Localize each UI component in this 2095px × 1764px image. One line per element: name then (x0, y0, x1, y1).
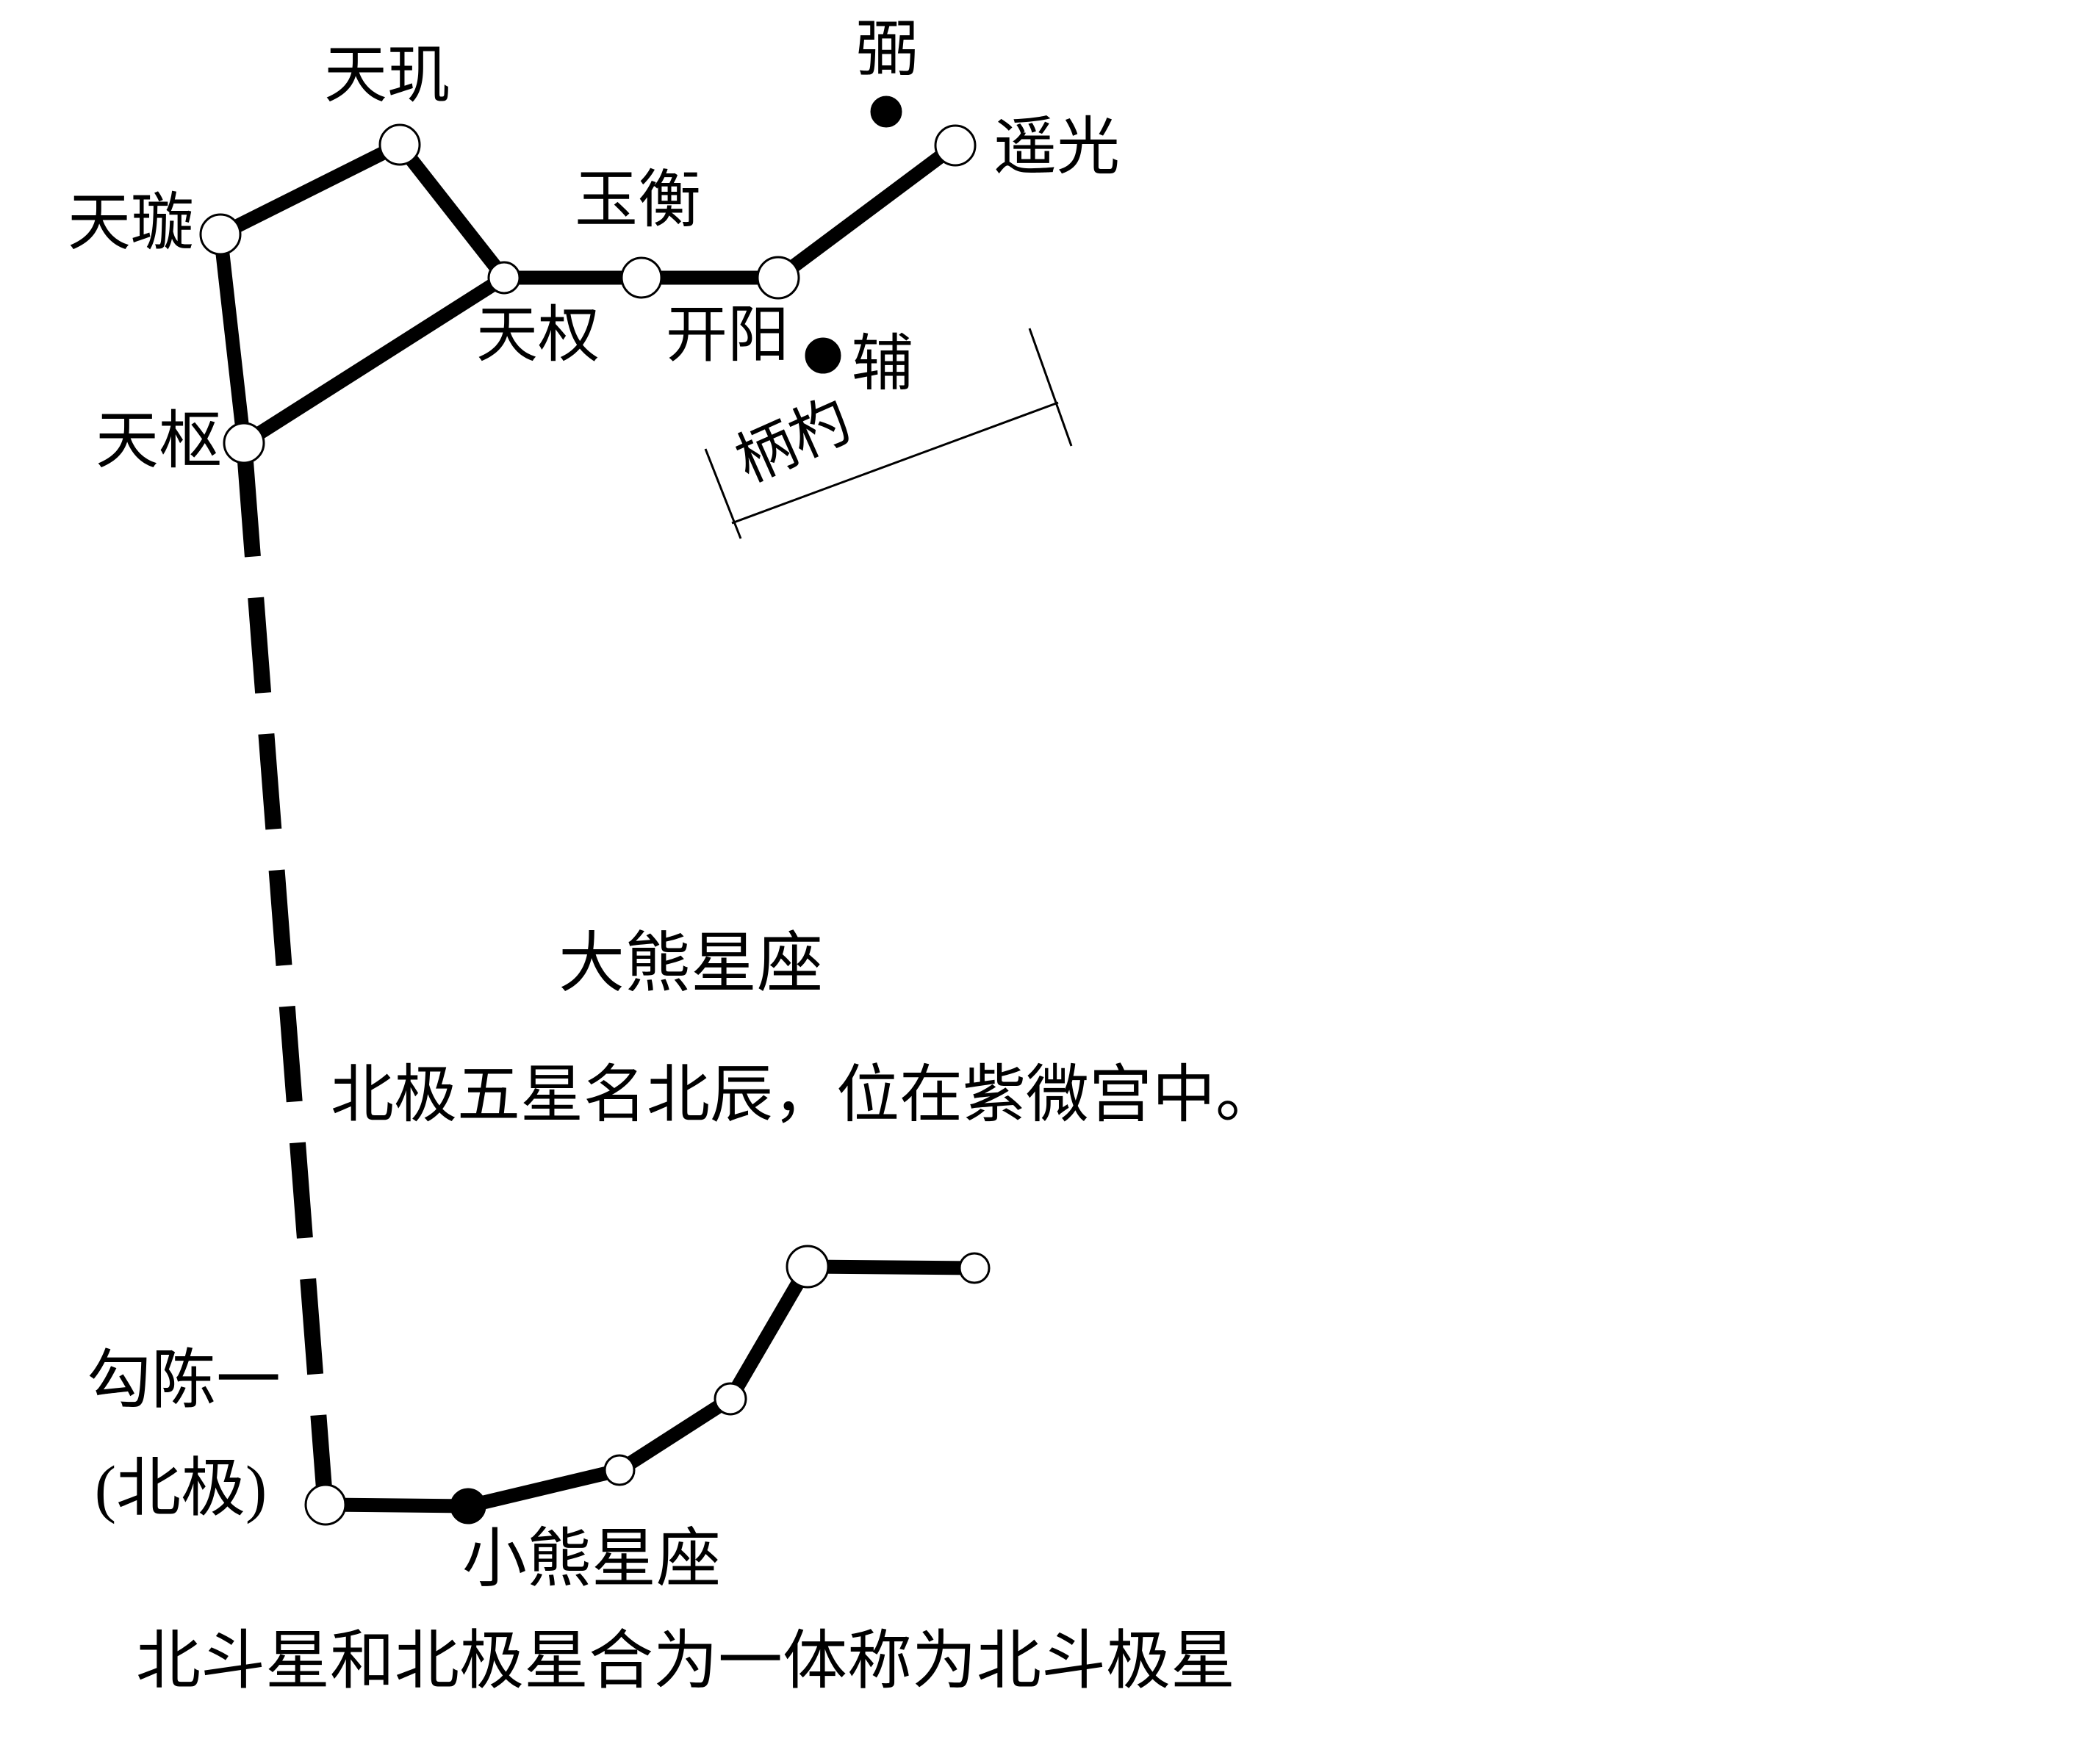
label-tianquan: 天权 (476, 302, 600, 370)
label-yaoguang: 遥光 (993, 112, 1120, 182)
handle-bracket-label: 柄杓 (727, 388, 860, 494)
captions: 勾陈一 (北极) 大熊星座 北极五星名北辰，位在紫微宫中。 小熊星座 北斗星和北… (87, 928, 1279, 1698)
edge-tianquan-tianshu (240, 271, 509, 450)
edge-ursa-minor-5-ursa-minor-6 (807, 1259, 975, 1275)
edge-tianxuan-tianji (217, 138, 403, 241)
star-fu (805, 337, 841, 374)
edge-ursa-minor-3-ursa-minor-4 (615, 1393, 735, 1476)
constellation-lines (213, 138, 975, 1513)
star-tianji (378, 123, 421, 166)
star-yaoguang (934, 124, 977, 167)
polaris-label-line2: (北极) (95, 1454, 267, 1525)
stars (199, 96, 991, 1526)
polaris-label-line1: 勾陈一 (87, 1346, 281, 1417)
edge-kaiyang-yaoguang (774, 140, 960, 284)
star-tianquan (487, 261, 521, 295)
caption-note: 北极五星名北辰，位在紫微宫中。 (331, 1059, 1279, 1130)
label-tianji: 天玑 (324, 40, 450, 110)
handle-bracket-tick (704, 448, 742, 539)
star-kaiyang (756, 256, 800, 300)
star-ursa-minor-3 (603, 1454, 636, 1486)
edge-ursa-minor-4-ursa-minor-5 (724, 1263, 814, 1403)
pole-dashed-line (237, 461, 332, 1489)
label-yuheng: 玉衡 (575, 165, 701, 235)
label-tianxuan: 天璇 (68, 187, 194, 258)
handle-bracket (704, 328, 1073, 539)
label-bi: 弼 (856, 16, 918, 84)
star-bi (870, 96, 902, 128)
caption-ursa-minor: 小熊星座 (462, 1524, 721, 1596)
star-ursa-minor-2 (450, 1488, 486, 1524)
edge-tianshu-tianxuan (213, 233, 251, 444)
star-ursa-minor-5 (786, 1245, 830, 1289)
star-ursa-minor-4 (714, 1382, 747, 1416)
star-gouchenyi (304, 1483, 347, 1526)
star-yuheng (620, 256, 663, 299)
handle-bracket-line (731, 401, 1059, 525)
star-tianxuan (199, 213, 242, 256)
label-fu: 辅 (852, 331, 913, 399)
edge-ursa-minor-2-ursa-minor-3 (466, 1463, 622, 1513)
handle-bracket-tick (1028, 328, 1073, 447)
edge-tianji-tianquan (394, 140, 510, 282)
label-tianshu: 天枢 (96, 406, 222, 476)
star-ursa-minor-6 (958, 1252, 991, 1284)
caption-ursa-major: 大熊星座 (558, 928, 823, 1001)
label-kaiyang: 开阳 (666, 302, 789, 370)
edge-gouchenyi-ursa-minor-2 (325, 1497, 469, 1513)
star-tianshu (223, 422, 265, 464)
caption-footer: 北斗星和北极星合为一体称为北斗极星 (136, 1627, 1235, 1698)
